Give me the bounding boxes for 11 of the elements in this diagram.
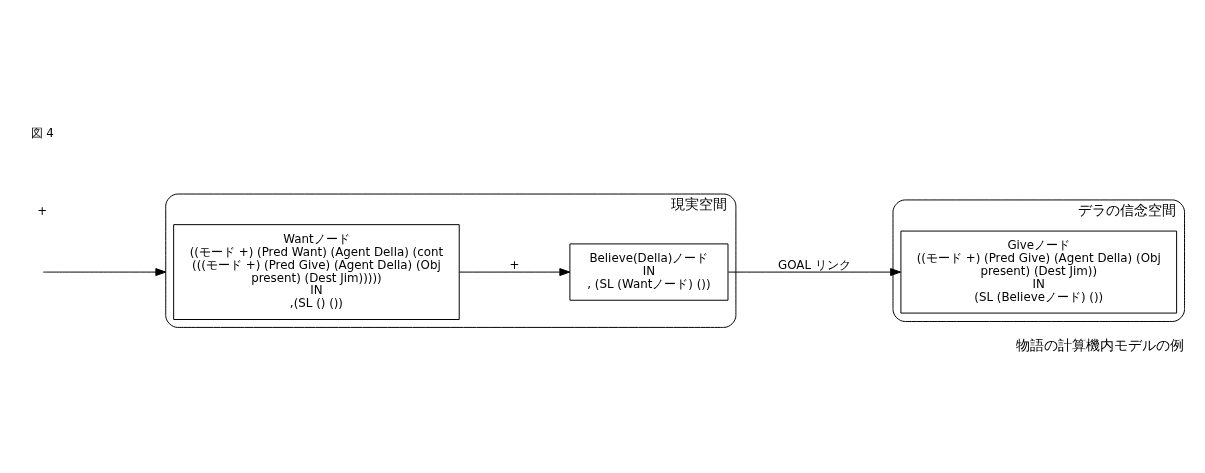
arrow xyxy=(459,267,571,276)
arrow xyxy=(727,267,902,276)
edge-label: + xyxy=(509,257,520,272)
node-box: Giveノード ((モード +) (Pred Give) (Agent Della) (Obj present) (Dest Jim)) IN (SL (Believeノード) ()) xyxy=(900,230,1178,314)
label: + xyxy=(37,203,48,218)
arrow xyxy=(42,267,167,276)
node-box: Wantノード ((モード +) (Pred Want) (Agent Della) (cont (((モード +) (Pred Give) (Agent Della) (Obj present) (Dest Jim))))) IN ,(SL () ()) xyxy=(173,223,460,320)
edge-label: GOAL リンク xyxy=(778,257,851,272)
node-box: Believe(Della)ノード IN , (SL (Wantノード) ()) xyxy=(569,242,729,301)
caption: 物語の計算機内モデルの例 xyxy=(1015,336,1184,353)
label: 図 4 xyxy=(30,125,54,140)
